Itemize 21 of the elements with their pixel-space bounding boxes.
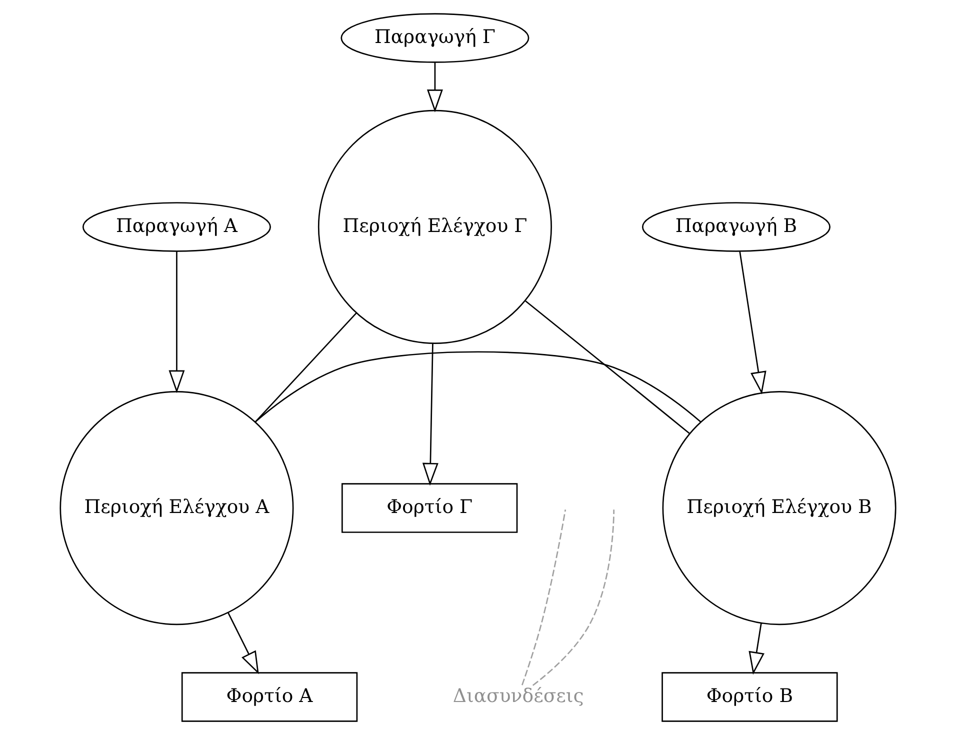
node-ellipse: Παραγωγή Γ (340, 13, 529, 63)
node-circle: Περιοχή Ελέγχου Β (662, 391, 896, 626)
arrow (227, 612, 258, 674)
arrow (738, 251, 766, 394)
node-ellipse: Παραγωγή Β (641, 202, 830, 252)
node-box: Φορτίο Β (661, 672, 838, 722)
connector (520, 509, 566, 686)
node-box: Φορτίο Α (180, 672, 358, 722)
arrow (426, 62, 442, 112)
node-circle: Περιοχή Ελέγχου Γ (317, 110, 552, 344)
arrow (748, 623, 764, 675)
connector (254, 312, 356, 422)
node-circle: Περιοχή Ελέγχου Α (59, 391, 294, 626)
arrow (168, 252, 184, 394)
node-ellipse: Παραγωγή Α (82, 202, 270, 252)
node-text: Διασυνδέσεις (452, 686, 584, 707)
connector (532, 510, 614, 686)
arrow (422, 344, 438, 486)
connector (524, 300, 690, 434)
connector (254, 351, 700, 422)
node-box: Φορτίο Γ (340, 483, 518, 533)
